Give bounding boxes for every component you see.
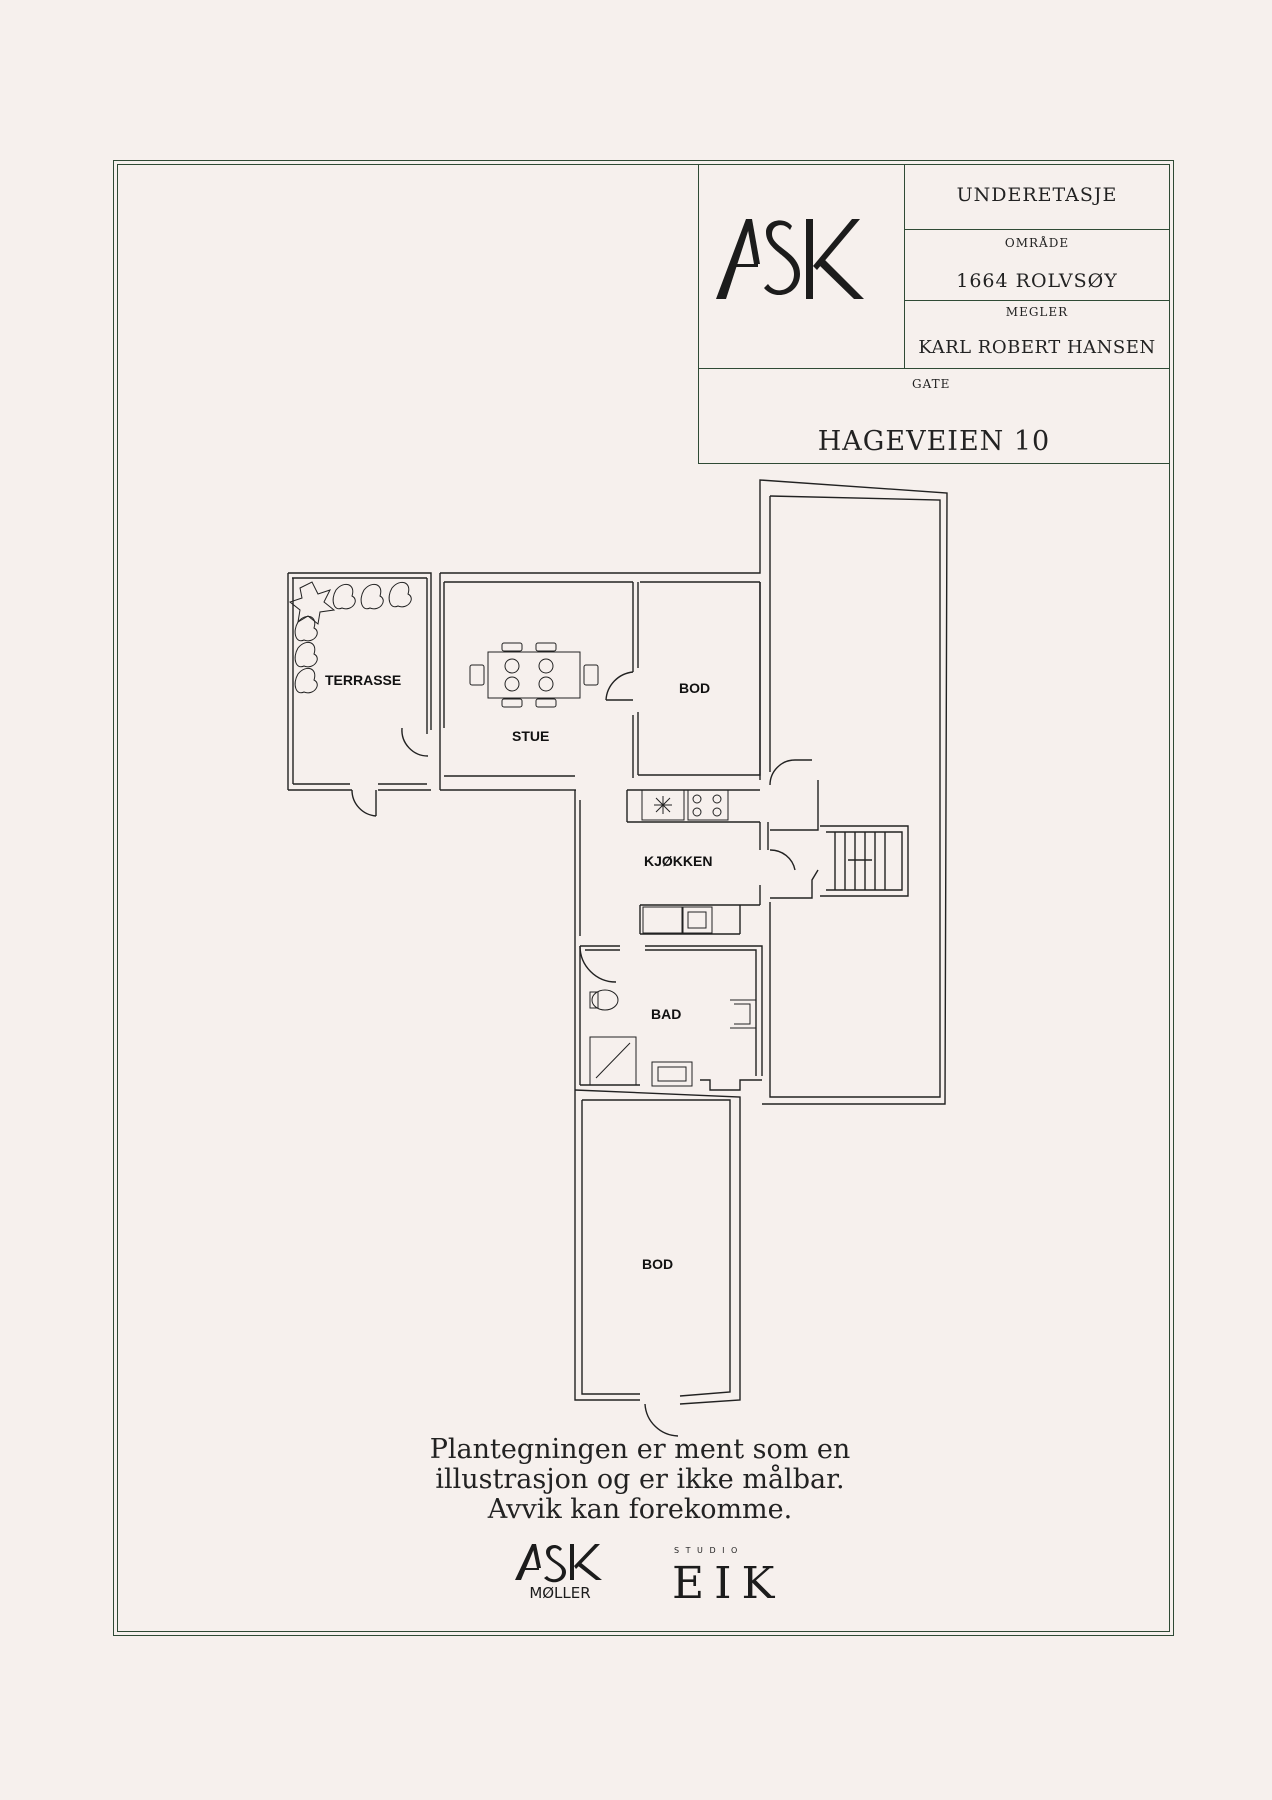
ask-logo — [716, 219, 864, 299]
area-label: OMRÅDE — [1004, 236, 1070, 250]
room-bod-bottom: BOD — [642, 1256, 674, 1272]
disclaimer-line-1: Plantegningen er ment som en — [429, 1434, 851, 1465]
room-terrasse: TERRASSE — [325, 672, 402, 688]
street-value: HAGEVEIEN 10 — [817, 426, 1051, 457]
disclaimer-line-2: illustrasjon og er ikke målbar. — [435, 1464, 845, 1495]
room-bod-top: BOD — [679, 680, 711, 696]
disclaimer: Plantegningen er ment som en illustrasjo… — [380, 1435, 900, 1525]
moller-text: MØLLER — [529, 1584, 590, 1602]
eik-text: EIK — [672, 1558, 785, 1609]
area-value: 1664 ROLVSØY — [956, 270, 1118, 292]
street-label: GATE — [912, 377, 951, 391]
broker-label: MEGLER — [1005, 305, 1069, 319]
room-bad: BAD — [651, 1006, 682, 1022]
page-frame-outer — [113, 160, 1174, 1636]
title-block: UNDERETASJE OMRÅDE 1664 ROLVSØY MEGLER K… — [698, 164, 1170, 464]
ask-moller-logo: MØLLER — [515, 1544, 602, 1602]
page-frame-inner — [117, 164, 1170, 1632]
studio-text: S T U D I O — [674, 1546, 740, 1555]
floor-label: UNDERETASJE — [956, 184, 1118, 206]
broker-value: KARL ROBERT HANSEN — [918, 337, 1156, 358]
room-stue: STUE — [512, 728, 550, 744]
room-kjokken: KJØKKEN — [644, 853, 713, 869]
disclaimer-line-3: Avvik kan forekomme. — [487, 1494, 793, 1525]
